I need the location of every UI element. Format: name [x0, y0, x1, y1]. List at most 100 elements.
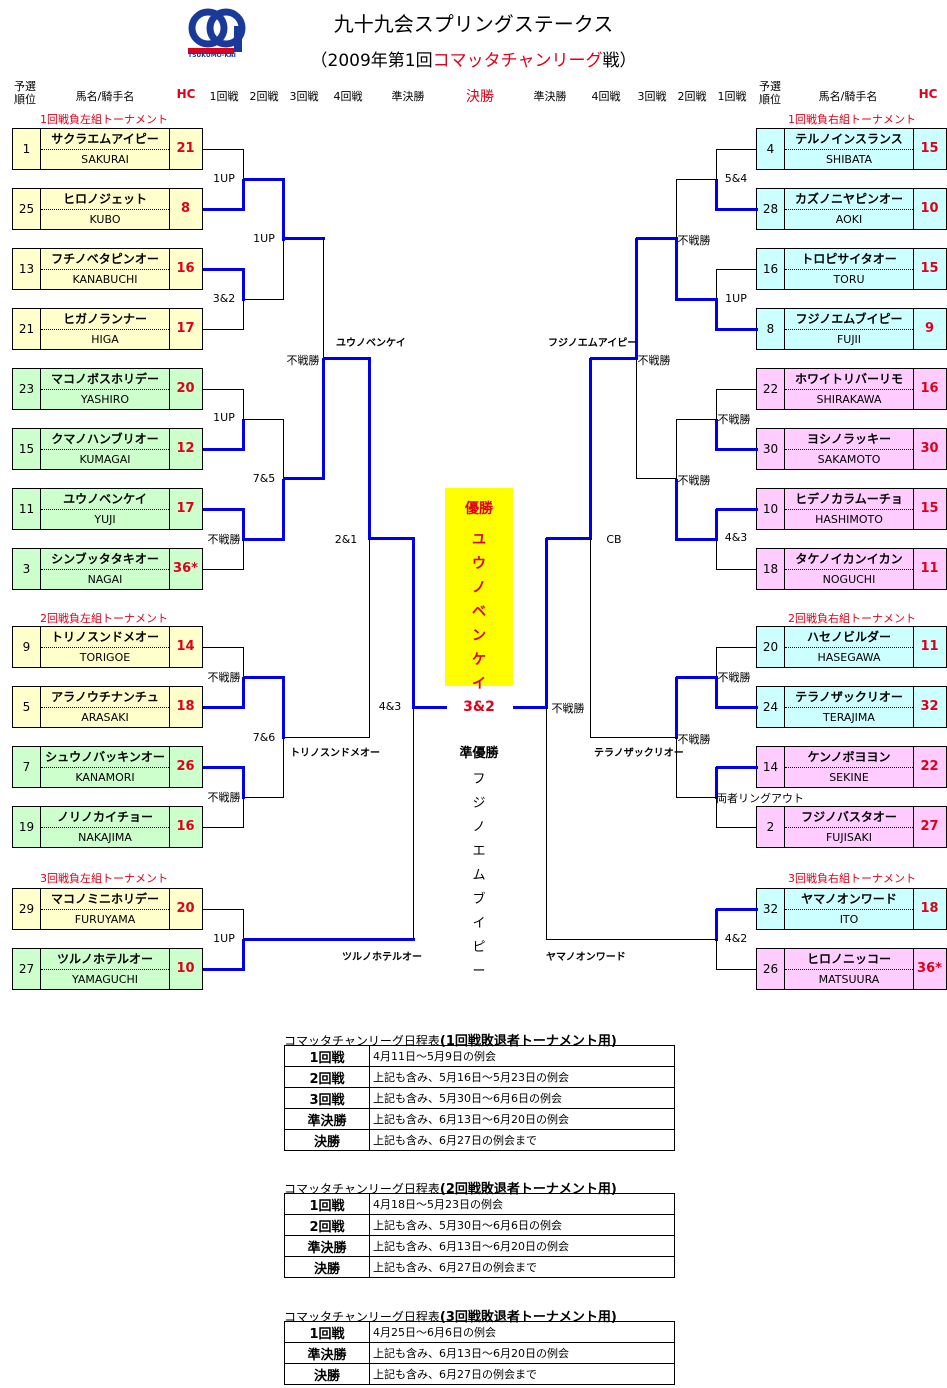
bracket-line: [636, 358, 637, 479]
entry-horse-name: ヒロノジェット: [41, 189, 169, 210]
result-label: 不戦勝: [677, 474, 711, 487]
bracket-line: [716, 269, 717, 300]
winner-path-line: [635, 238, 638, 360]
winner-path-line: [282, 677, 285, 739]
bracket-line: [676, 179, 717, 180]
entry-seed: 5: [22, 700, 31, 714]
winner-path-line: [545, 538, 548, 709]
runner-up-name-char: ム: [472, 868, 486, 883]
entry-horse-name: フジノエムブイピー: [785, 309, 913, 330]
winner-path-line: [589, 358, 592, 540]
entry-handicap: 17: [176, 501, 195, 516]
bracket-line: [716, 827, 757, 828]
entry-jockey-name: YASHIRO: [80, 393, 130, 406]
result-label: 不戦勝: [717, 671, 751, 684]
winner-path-line: [203, 706, 245, 709]
entry-handicap: 15: [920, 501, 939, 516]
champion-name-char: ノ: [472, 580, 486, 596]
result-label: 不戦勝: [207, 791, 241, 804]
entry-handicap: 36*: [917, 961, 942, 976]
col-semi-left: 準決勝: [391, 90, 425, 103]
section-right-2: 2回戦負右組トーナメント: [788, 612, 916, 625]
winner-label: トリノスンドメオー: [290, 748, 380, 759]
entry-seed: 2: [766, 820, 775, 834]
entry-seed: 11: [18, 502, 35, 516]
bracket-line: [716, 149, 717, 180]
col-r2-right: 2回戦: [677, 90, 707, 103]
schedule-dates: 上記も含み、6月27日の例会まで: [369, 1363, 675, 1385]
entry-jockey-name: FUJII: [836, 333, 862, 346]
bracket-line: [716, 539, 717, 570]
logo-icon: [188, 8, 246, 54]
entry-horse-name: ケンノボヨヨン: [785, 747, 913, 768]
entry-seed: 4: [766, 142, 775, 156]
result-label: 不戦勝: [677, 234, 711, 247]
entry-seed: 27: [18, 962, 35, 976]
winner-path-line: [715, 909, 718, 941]
bracket-line: [716, 569, 757, 570]
entry-jockey-name: TORIGOE: [79, 651, 131, 664]
result-label: 4&2: [724, 932, 748, 945]
winner-path-line: [675, 479, 678, 541]
runner-up-name-char: ー: [472, 964, 486, 979]
entry-horse-name: ヨシノラッキー: [785, 429, 913, 450]
entry-handicap: 18: [176, 699, 195, 714]
bracket-line: [203, 647, 244, 648]
col-name-right: 馬名/騎手名: [818, 90, 878, 103]
entry-jockey-name: FUJISAKI: [825, 831, 873, 844]
entry-handicap: 26: [176, 759, 195, 774]
bracket-line: [243, 797, 244, 828]
schedule-dates: 上記も含み、6月13日～6月20日の例会: [369, 1235, 675, 1257]
bracket-line: [283, 737, 370, 738]
bracket-line: [716, 939, 717, 970]
col-r3-right: 3回戦: [637, 90, 667, 103]
bracket-line: [676, 419, 677, 480]
winner-path-line: [322, 358, 325, 480]
entry-handicap: 22: [920, 759, 939, 774]
winner-path-line: [242, 269, 245, 301]
entry-handicap: 32: [920, 699, 939, 714]
schedule-round: 決勝: [284, 1256, 370, 1278]
subtitle-league: コマッタチャンリーグ: [432, 51, 603, 71]
schedule-round: 準決勝: [284, 1342, 370, 1364]
bracket-line: [243, 389, 244, 420]
bracket-line: [203, 827, 244, 828]
winner-path-line: [636, 237, 678, 240]
bracket-line: [716, 269, 757, 270]
entry-seed: 25: [18, 202, 35, 216]
result-label: 2&1: [334, 533, 358, 546]
entry-seed: 26: [762, 962, 779, 976]
